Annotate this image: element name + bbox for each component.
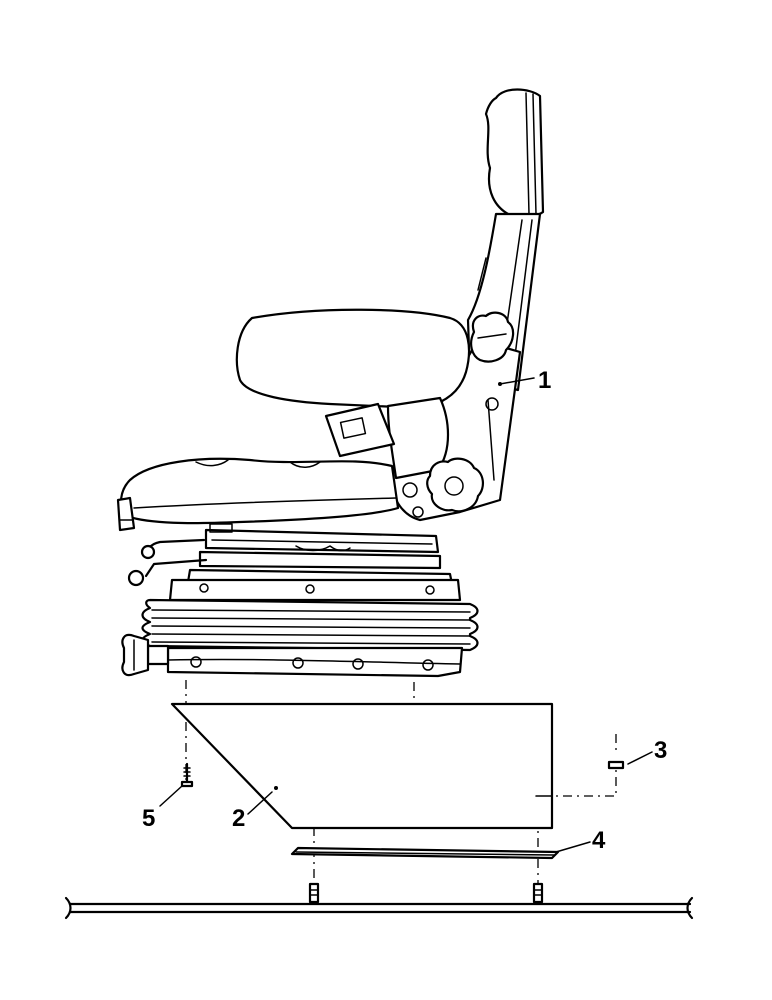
suspension-bellows xyxy=(141,578,479,652)
seat-assembly xyxy=(116,88,545,678)
callout-1-target xyxy=(498,382,502,386)
callout-1-leader xyxy=(499,377,535,385)
callout-2-leader xyxy=(247,791,273,815)
callout-4-leader xyxy=(555,841,591,853)
cab-floor xyxy=(64,896,694,920)
lumbar-adjust-knob xyxy=(470,311,515,363)
callout-5-leader xyxy=(159,785,183,807)
floor-bolts xyxy=(308,882,544,904)
mounting-screw xyxy=(159,762,194,807)
callout-5-label: 5 xyxy=(142,805,155,832)
callout-4-label: 4 xyxy=(592,827,606,854)
callout-3-label: 3 xyxy=(654,737,667,764)
suspension-base xyxy=(166,646,464,678)
seat-slide-rails xyxy=(186,523,454,586)
seat-cushion xyxy=(116,457,400,532)
slide-levers xyxy=(127,538,208,587)
callout-1-label: 1 xyxy=(538,367,551,394)
callout-2-target xyxy=(274,786,278,790)
callout-2-label: 2 xyxy=(232,805,245,832)
armrest xyxy=(235,308,471,480)
weight-adjust-knob xyxy=(121,633,170,677)
recline-adjust-knob xyxy=(426,457,484,513)
mounting-nut xyxy=(607,751,653,770)
seat-belt-buckle xyxy=(324,402,396,458)
mounting-plate xyxy=(290,841,591,860)
seat-base-box xyxy=(170,702,554,830)
callout-3-leader xyxy=(627,751,653,765)
